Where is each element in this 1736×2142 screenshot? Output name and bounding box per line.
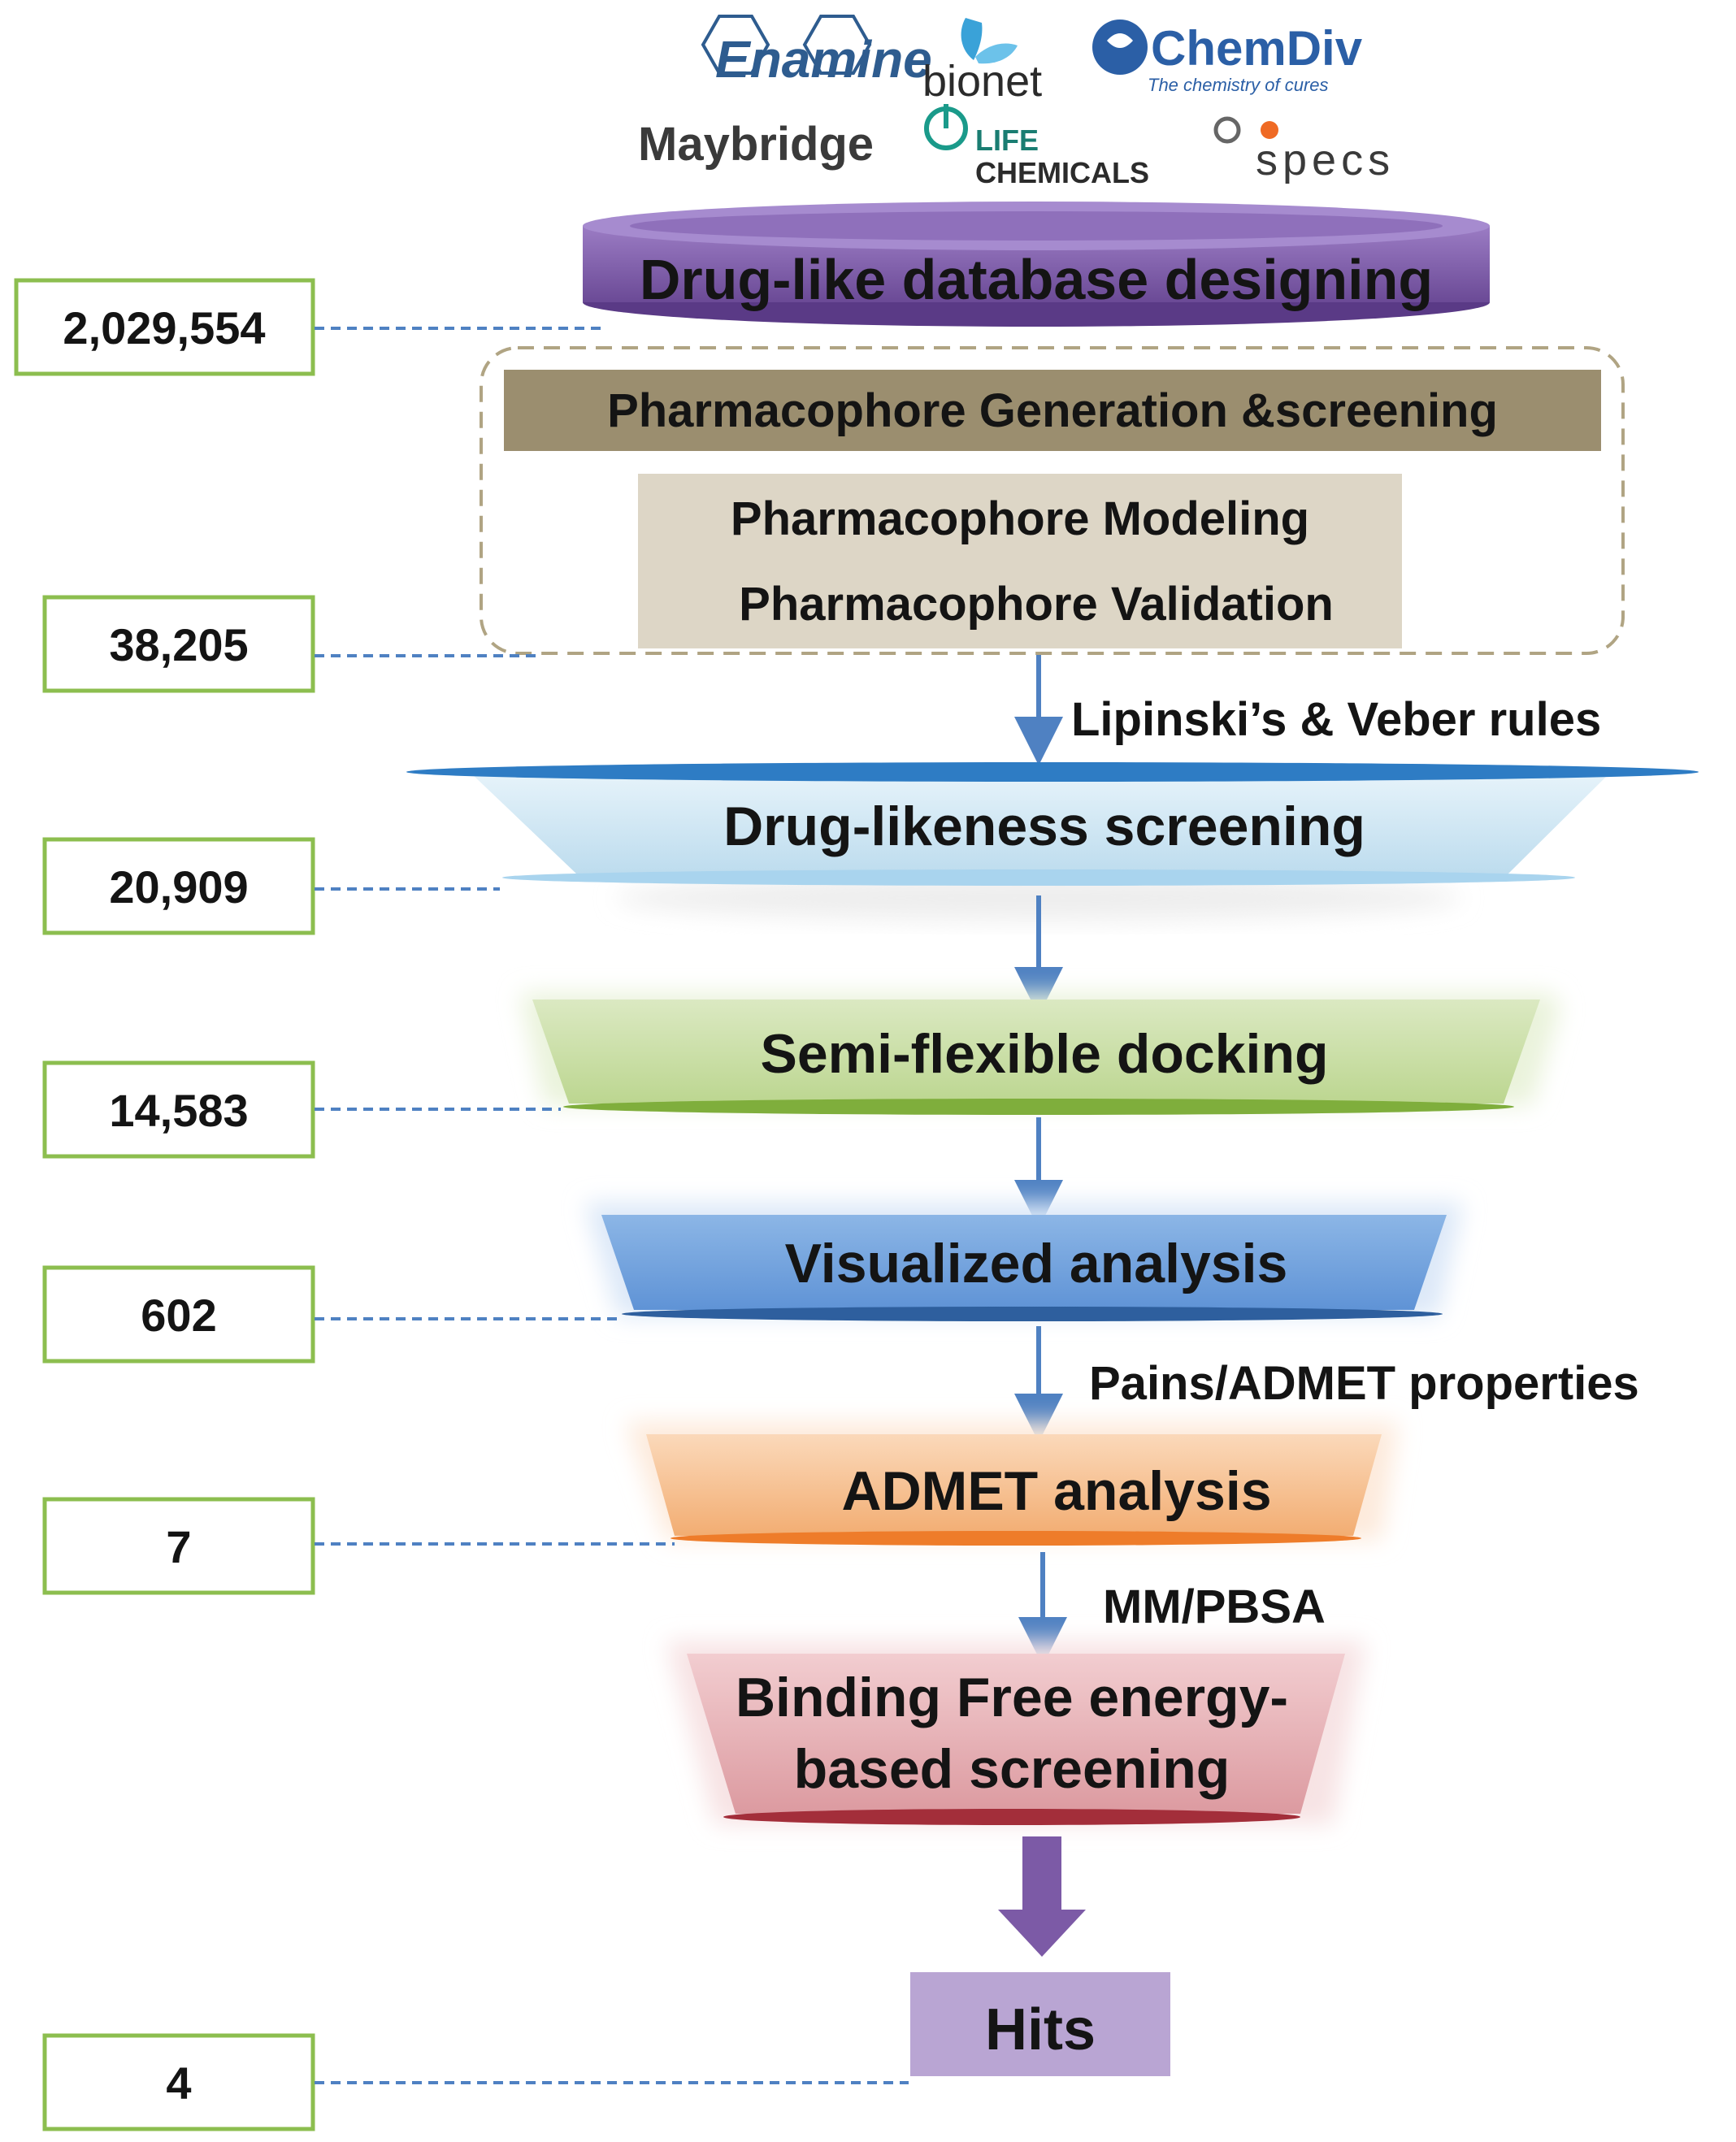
- stage-hits: Hits: [910, 1972, 1170, 2076]
- stage-binding-label-1: Binding Free energy-: [736, 1667, 1288, 1728]
- life-chemicals-line1: LIFE: [975, 124, 1039, 157]
- note-pains: Pains/ADMET properties: [1089, 1357, 1639, 1410]
- count-boxes: 2,029,554 38,205 20,909 14,583 602 7 4: [14, 278, 909, 2131]
- count-admet: 7: [166, 1521, 191, 1572]
- stage-binding-label-2: based screening: [794, 1738, 1230, 1800]
- stage-admet-label: ADMET analysis: [841, 1460, 1271, 1522]
- pharmacophore-generation-label: Pharmacophore Generation &screening: [607, 384, 1498, 437]
- stage-docking-label: Semi-flexible docking: [760, 1023, 1328, 1085]
- maybridge-logo: Maybridge: [638, 118, 874, 171]
- stage-database-label: Drug-like database designing: [640, 248, 1433, 311]
- stage-hits-label: Hits: [985, 1997, 1096, 2062]
- stage-binding: Binding Free energy- based screening: [666, 1641, 1365, 1825]
- pharmacophore-modeling-label: Pharmacophore Modeling: [731, 492, 1309, 545]
- count-hits: 4: [166, 2057, 191, 2109]
- stage-visual: Visualized analysis: [585, 1203, 1463, 1321]
- note-lipinski: Lipinski’s & Veber rules: [1071, 693, 1601, 746]
- chemdiv-logo-text: ChemDiv: [1151, 21, 1363, 76]
- life-chemicals-logo: LIFE CHEMICALS: [924, 104, 1149, 189]
- stage-admet: ADMET analysis: [626, 1422, 1398, 1546]
- stage-pharmacophore: Pharmacophore Generation &screening Phar…: [480, 346, 1625, 655]
- chemdiv-tagline: The chemistry of cures: [1148, 75, 1329, 95]
- count-druglike: 20,909: [109, 861, 248, 913]
- stage-druglike: Drug-likeness screening: [406, 762, 1699, 921]
- enamine-logo-text: Enamine: [715, 30, 932, 89]
- count-docking: 14,583: [109, 1085, 248, 1136]
- note-mmpbsa: MM/PBSA: [1103, 1580, 1326, 1633]
- arrow-to-hits: [998, 1836, 1086, 1957]
- count-database: 2,029,554: [63, 302, 265, 353]
- stage-druglike-label: Drug-likeness screening: [723, 796, 1365, 857]
- specs-logo: specs: [1213, 116, 1395, 184]
- count-pharmacophore: 38,205: [109, 619, 248, 670]
- count-visual: 602: [141, 1290, 216, 1341]
- stage-docking: Semi-flexible docking: [520, 993, 1560, 1115]
- bionet-logo-text: bionet: [922, 57, 1042, 106]
- vendor-logos: Enamine bionet ChemDiv The chemistry of …: [638, 15, 1395, 189]
- specs-logo-text: specs: [1256, 136, 1395, 184]
- stage-database: Drug-like database designing: [583, 202, 1490, 327]
- stage-visual-label: Visualized analysis: [785, 1233, 1288, 1294]
- life-chemicals-line2: CHEMICALS: [975, 156, 1149, 189]
- enamine-logo: Enamine: [701, 15, 932, 89]
- bionet-logo: bionet: [922, 18, 1042, 106]
- pharmacophore-validation-label: Pharmacophore Validation: [739, 578, 1334, 631]
- chemdiv-logo: ChemDiv The chemistry of cures: [1092, 20, 1363, 95]
